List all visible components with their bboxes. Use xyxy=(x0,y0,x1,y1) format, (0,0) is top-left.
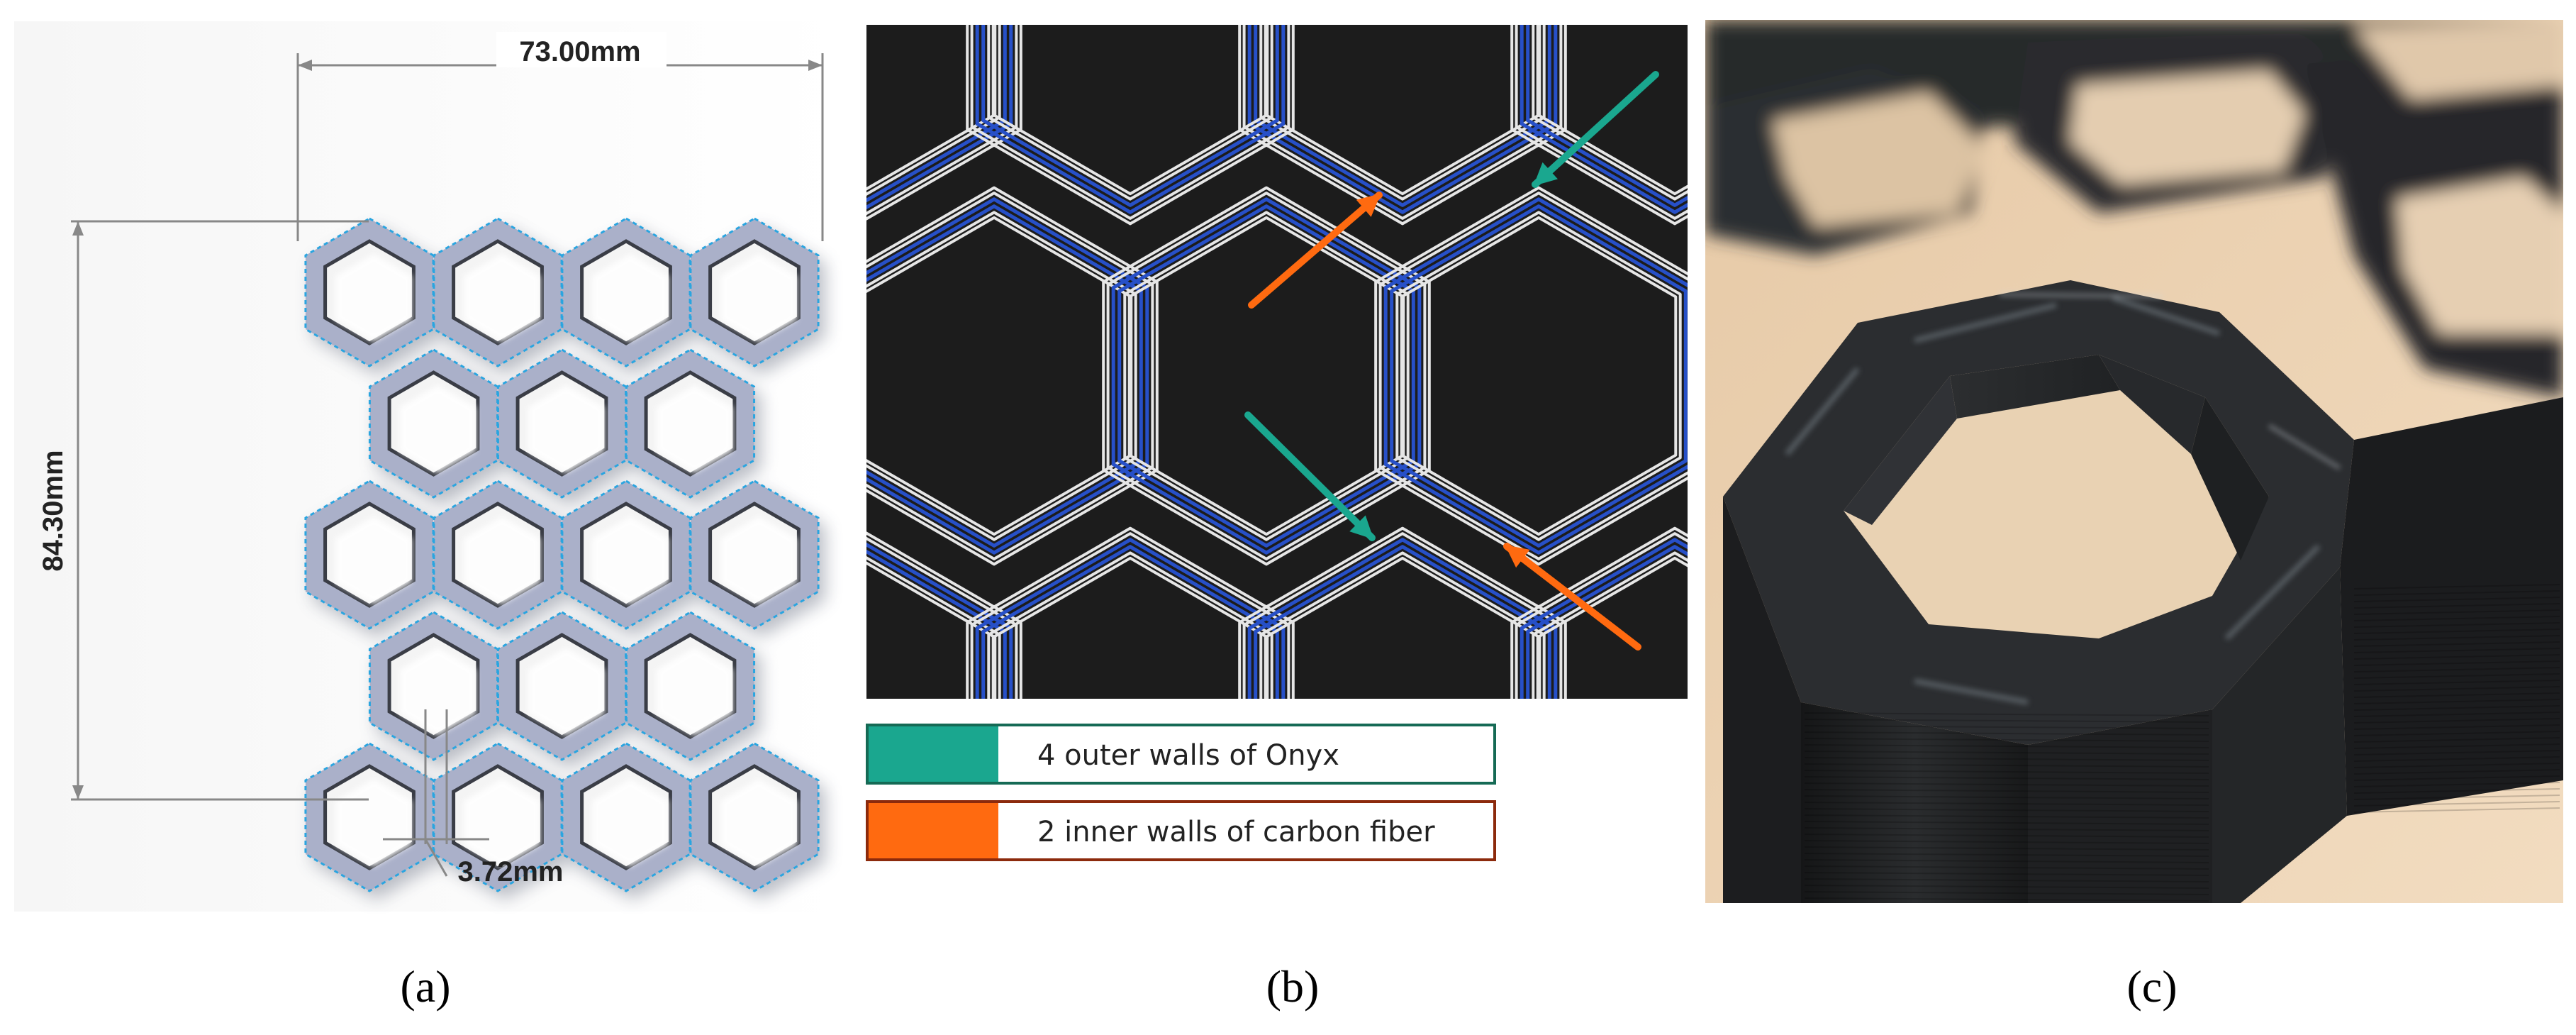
plate-hole xyxy=(323,239,416,345)
legend-item-onyx: 4 outer walls of Onyx xyxy=(866,724,1496,785)
plate-hole xyxy=(708,764,801,870)
legend-item-carbon-fiber: 2 inner walls of carbon fiber xyxy=(866,800,1496,861)
panel-label-b: (b) xyxy=(1266,961,1320,1012)
orange-arrow-inner xyxy=(1248,192,1383,309)
legend-swatch-carbon-fiber xyxy=(869,803,998,858)
teal-arrow-outer xyxy=(1532,71,1659,188)
panel-a-cad-drawing: 73.00mm 84.30mm 3.72mm xyxy=(14,21,844,912)
plate-hole xyxy=(387,633,480,739)
plate-hole xyxy=(323,764,416,870)
plate-hole xyxy=(708,502,801,608)
panel-label-c: (c) xyxy=(2126,961,2177,1012)
plate-hole xyxy=(452,239,544,345)
plate-hole xyxy=(323,502,416,608)
legend-label-onyx: 4 outer walls of Onyx xyxy=(1037,739,1339,772)
hexagon-lattice-plate xyxy=(304,217,820,892)
panel-c-printed-part-photo xyxy=(1705,20,2563,903)
toolpath-cell xyxy=(1510,25,1688,226)
toolpath-arrows xyxy=(1244,71,1659,651)
toolpath-cell xyxy=(1510,526,1688,699)
photo-front-hexagon-cell xyxy=(1723,280,2563,903)
teal-arrow-inner xyxy=(1244,411,1376,541)
panel-b-toolpath: 4 outer walls of Onyx 2 inner walls of c… xyxy=(866,25,1688,861)
plate-hole xyxy=(580,502,672,608)
legend-swatch-onyx xyxy=(869,726,998,782)
dimension-width-label: 73.00mm xyxy=(519,36,640,67)
dimension-height-label: 84.30mm xyxy=(38,450,69,571)
plate-hole xyxy=(644,370,737,477)
toolpath-cell xyxy=(966,25,1295,226)
plate-hole xyxy=(515,633,608,739)
dimension-lines xyxy=(71,53,824,877)
plate-hole xyxy=(708,239,801,345)
dimension-wall-label: 3.72mm xyxy=(458,856,564,887)
plate-hole xyxy=(644,633,737,739)
panel-label-a: (a) xyxy=(400,961,450,1012)
legend: 4 outer walls of Onyx 2 inner walls of c… xyxy=(866,724,1496,861)
plate-hole xyxy=(515,370,608,477)
legend-label-carbon-fiber: 2 inner walls of carbon fiber xyxy=(1037,816,1435,848)
dimension-arrowheads xyxy=(72,60,823,799)
orange-arrow-outer xyxy=(1503,543,1641,651)
width-label-bg xyxy=(496,32,667,67)
plate-hole xyxy=(580,239,672,345)
plate-hole xyxy=(452,764,544,870)
plate-hole xyxy=(387,370,480,477)
photo-background-lattice xyxy=(1705,20,2563,397)
photo-layer-lines xyxy=(1804,584,2560,902)
plate-hole xyxy=(452,502,544,608)
toolpath-cell xyxy=(1374,186,1688,566)
plate-hole xyxy=(580,764,672,870)
toolpath-hexagons xyxy=(866,25,1688,699)
toolpath-cell xyxy=(1238,25,1567,226)
